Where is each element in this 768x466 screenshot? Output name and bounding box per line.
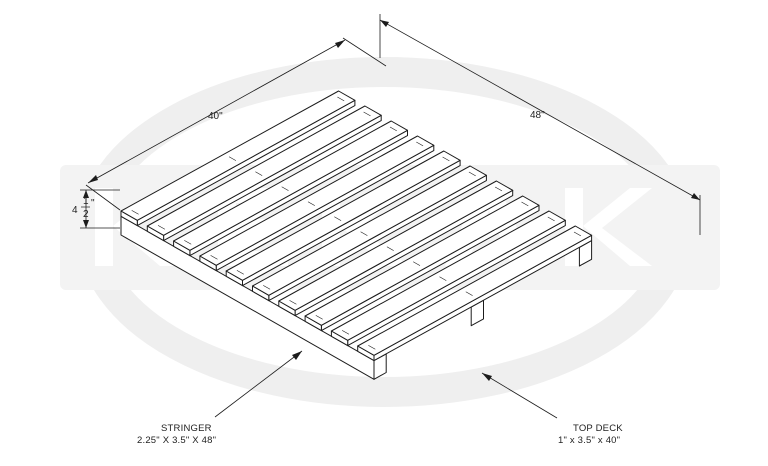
nail-mark bbox=[416, 141, 424, 147]
stringer-leader-line bbox=[214, 350, 303, 418]
nail-mark bbox=[315, 315, 323, 320]
deck-board-top bbox=[304, 195, 540, 326]
length-dimension-label: 48" bbox=[530, 110, 545, 121]
top-deck-callout-title: TOP DECK bbox=[573, 423, 623, 434]
nail-mark bbox=[334, 216, 342, 221]
width-dimension-line bbox=[87, 39, 346, 184]
width-dimension-label: 40" bbox=[208, 111, 223, 122]
nail-mark bbox=[236, 270, 244, 275]
nail-mark bbox=[131, 210, 139, 215]
deck-board-top bbox=[146, 105, 382, 236]
top-deck-callout-size: 1" x 3.5" x 40" bbox=[558, 435, 620, 446]
stringer-leader-arrowhead bbox=[292, 351, 302, 360]
arrowhead bbox=[335, 40, 345, 48]
nail-mark bbox=[439, 276, 447, 281]
nail-mark bbox=[573, 231, 582, 237]
nail-mark bbox=[413, 261, 421, 266]
pallet bbox=[120, 90, 593, 380]
nail-mark bbox=[341, 330, 350, 335]
svg-text:1: 1 bbox=[83, 196, 89, 207]
deck-board-top bbox=[225, 150, 461, 281]
deck-board-top bbox=[199, 135, 435, 266]
nail-mark bbox=[465, 291, 473, 296]
nail-mark bbox=[228, 156, 237, 161]
height-dimension-label: 4 1 2 " bbox=[72, 196, 95, 220]
nail-mark bbox=[210, 255, 218, 260]
dimension-arrows bbox=[83, 20, 700, 228]
width-extension-line-left bbox=[85, 184, 121, 211]
deck-board-top bbox=[173, 120, 408, 251]
leader-lines bbox=[214, 350, 558, 419]
dimension-lines bbox=[80, 14, 701, 235]
nail-mark bbox=[547, 216, 555, 222]
nail-mark bbox=[307, 201, 315, 206]
deck-board-top bbox=[120, 90, 356, 221]
nail-mark bbox=[521, 201, 529, 207]
nail-mark bbox=[468, 171, 476, 177]
nail-mark bbox=[386, 246, 394, 251]
nail-mark bbox=[337, 96, 345, 102]
width-extension-line-right bbox=[342, 37, 387, 67]
arrowhead bbox=[83, 220, 89, 228]
top-deck-leader-line bbox=[481, 372, 558, 419]
deck-board-top bbox=[357, 225, 593, 356]
nail-mark bbox=[184, 240, 192, 245]
nail-mark bbox=[255, 171, 263, 176]
nail-mark bbox=[281, 186, 289, 191]
arrowhead bbox=[380, 20, 389, 27]
top-deck-leader-arrowhead bbox=[482, 373, 492, 381]
deck-board-top bbox=[252, 165, 487, 296]
svg-text:": " bbox=[91, 198, 95, 209]
nail-mark bbox=[442, 156, 450, 162]
arrowhead bbox=[83, 190, 89, 198]
arrowhead bbox=[691, 193, 700, 200]
nail-mark bbox=[289, 300, 297, 305]
stringer-callout-size: 2.25" X 3.5" X 48" bbox=[137, 435, 216, 446]
deck-board-top bbox=[330, 210, 566, 341]
stringer-callout-title: STRINGER bbox=[161, 423, 212, 434]
svg-text:4: 4 bbox=[72, 205, 78, 216]
nail-mark bbox=[494, 186, 503, 192]
svg-text:2: 2 bbox=[83, 209, 89, 220]
nail-mark bbox=[263, 285, 271, 290]
nail-mark bbox=[389, 126, 397, 132]
nail-mark bbox=[360, 231, 368, 236]
length-dimension-line bbox=[379, 19, 701, 201]
deck-board-top bbox=[278, 180, 514, 311]
nail-mark bbox=[363, 111, 371, 117]
nail-mark bbox=[368, 345, 376, 350]
arrowhead bbox=[88, 175, 98, 183]
nail-mark bbox=[157, 225, 166, 230]
